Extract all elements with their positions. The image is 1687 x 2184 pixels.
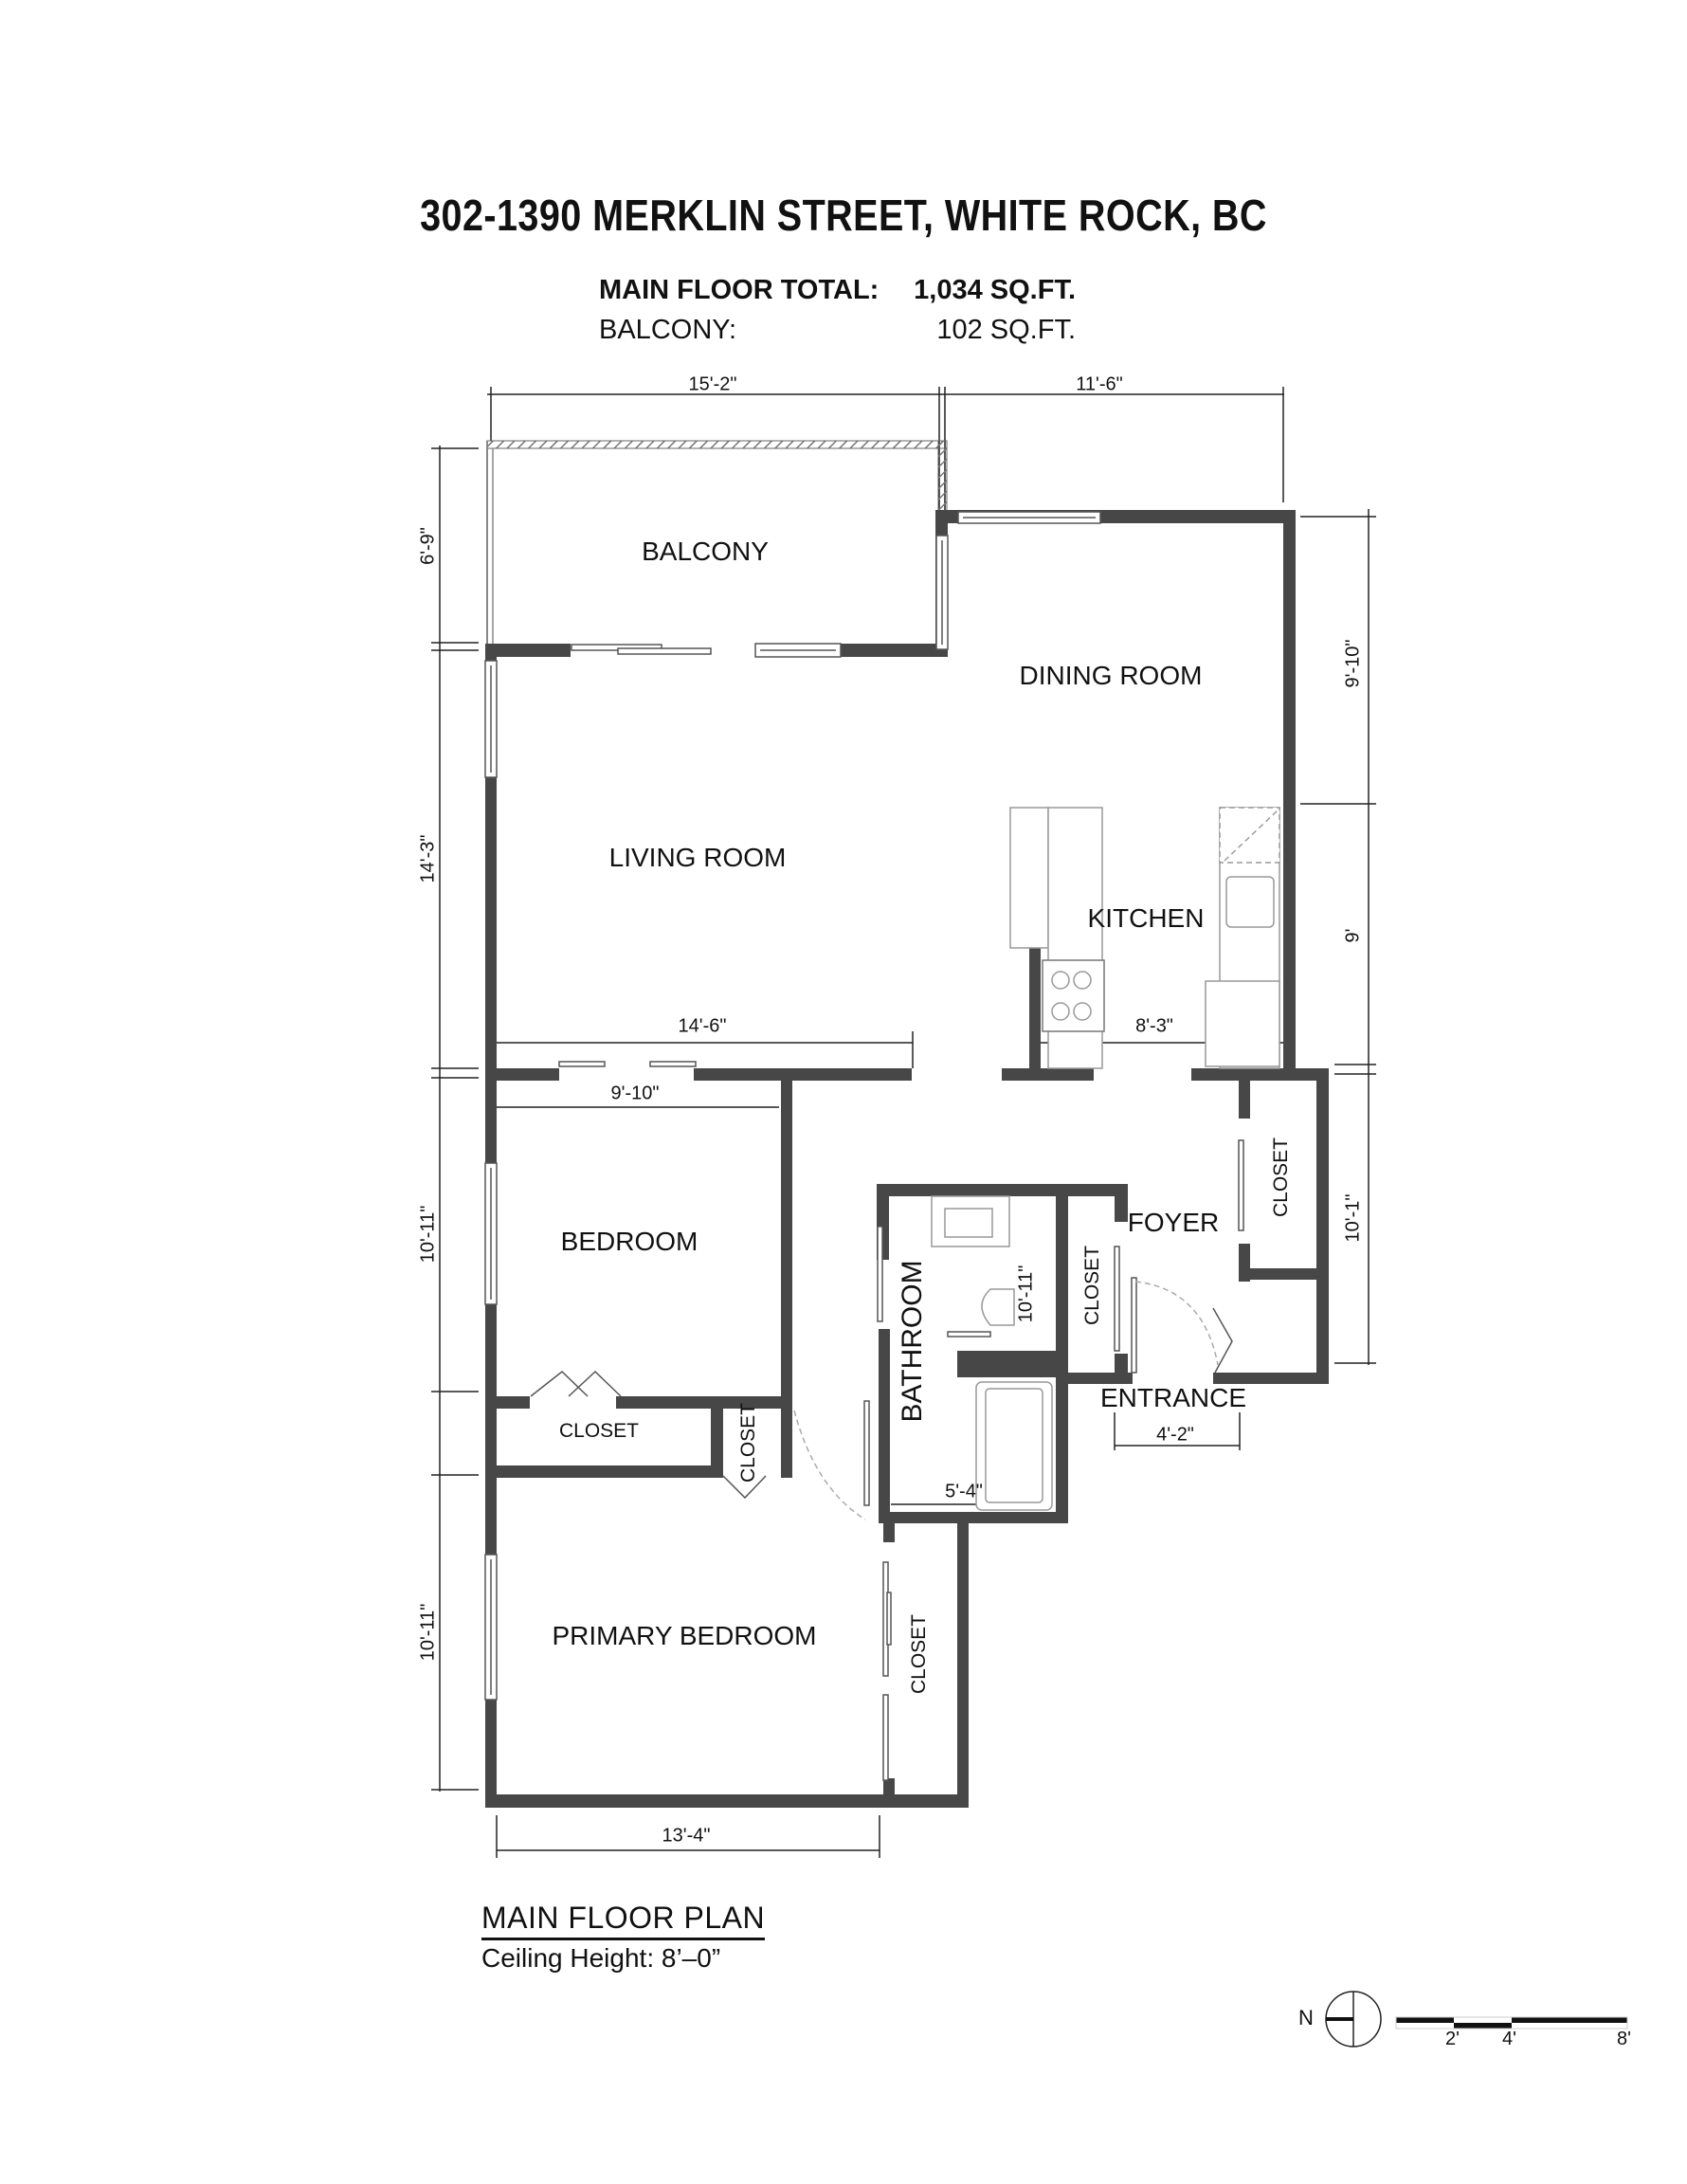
room-label-living-room: LIVING ROOM xyxy=(608,843,787,872)
dim-primary-width: 13'-4" xyxy=(662,1825,711,1847)
dim-right-kitchen: 9' xyxy=(1342,928,1364,943)
stove xyxy=(1042,959,1105,1032)
walls xyxy=(485,510,1329,1808)
plan-title: MAIN FLOOR PLAN xyxy=(481,1901,766,1940)
range xyxy=(1205,980,1280,1067)
scale-tick-2ft: 2' xyxy=(1445,2029,1460,2049)
room-label-foyer: FOYER xyxy=(1127,1208,1220,1237)
dim-bedroom-width: 9'-10" xyxy=(610,1083,660,1104)
room-label-dining-room: DINING ROOM xyxy=(1019,661,1203,690)
dishwasher xyxy=(1219,807,1280,864)
dim-left-primary: 10'-11" xyxy=(417,1603,439,1662)
ceiling-height: Ceiling Height: 8’–0” xyxy=(481,1943,721,1973)
scale-bar xyxy=(1395,2016,1628,2029)
main-floor-total-row: MAIN FLOOR TOTAL: 1,034 SQ.FT. xyxy=(0,275,1687,313)
dim-kitchen-width: 8'-3" xyxy=(1135,1015,1173,1037)
dim-right-dining: 9'-10" xyxy=(1342,639,1364,688)
main-floor-total-value: 1,034 SQ.FT. xyxy=(914,275,1076,305)
dim-bathroom-width: 5'-4" xyxy=(945,1481,983,1502)
kitchen-sink xyxy=(1225,876,1275,928)
room-label-bathroom: BATHROOM xyxy=(897,1260,928,1423)
room-label-primary-closet: CLOSET xyxy=(908,1613,930,1695)
scale-tick-8ft: 8' xyxy=(1617,2029,1631,2049)
room-label-kitchen: KITCHEN xyxy=(1087,903,1205,933)
room-label-entry-closet: CLOSET xyxy=(1081,1245,1103,1326)
kitchen-fixtures xyxy=(1009,807,1280,1069)
fridge xyxy=(1009,807,1049,949)
toilet xyxy=(981,1288,1015,1326)
dim-bathroom-length: 10'-11" xyxy=(1015,1265,1037,1323)
room-label-balcony: BALCONY xyxy=(642,537,769,566)
dim-top-right: 11'-6" xyxy=(1076,373,1123,395)
balcony-area-row: BALCONY: 102 SQ.FT. xyxy=(0,315,1687,353)
room-label-primary-bedroom: PRIMARY BEDROOM xyxy=(552,1621,817,1650)
room-label-bedroom: BEDROOM xyxy=(560,1227,698,1256)
dim-right-foyer: 10'-1" xyxy=(1342,1193,1364,1243)
balcony-area-value: 102 SQ.FT. xyxy=(936,315,1076,345)
balcony-area-label: BALCONY: xyxy=(599,315,737,345)
north-compass xyxy=(1325,1991,1382,2048)
room-label-foyer-closet: CLOSET xyxy=(1270,1137,1292,1218)
dim-entrance-width: 4'-2" xyxy=(1156,1424,1194,1446)
doors xyxy=(530,644,1244,1781)
room-label-bedroom-closet: CLOSET xyxy=(558,1420,640,1442)
room-label-hall-closet: CLOSET xyxy=(737,1402,759,1483)
scale-tick-4ft: 4' xyxy=(1502,2029,1516,2049)
windows xyxy=(484,511,1101,1701)
north-label: N xyxy=(1298,2006,1314,2029)
bathroom-fixtures xyxy=(931,1195,1053,1511)
room-label-entrance: ENTRANCE xyxy=(1099,1383,1247,1412)
dim-living-width: 14'-6" xyxy=(678,1015,727,1037)
dim-top-left: 15'-2" xyxy=(688,373,737,395)
dim-left-balcony: 6'-9" xyxy=(417,527,439,565)
dim-left-bedroom: 10'-11" xyxy=(417,1205,439,1264)
dim-left-living: 14'-3" xyxy=(417,834,439,883)
main-floor-total-label: MAIN FLOOR TOTAL: xyxy=(599,275,880,305)
plan-address-title: 302-1390 MERKLIN STREET, WHITE ROCK, BC xyxy=(420,191,1267,240)
